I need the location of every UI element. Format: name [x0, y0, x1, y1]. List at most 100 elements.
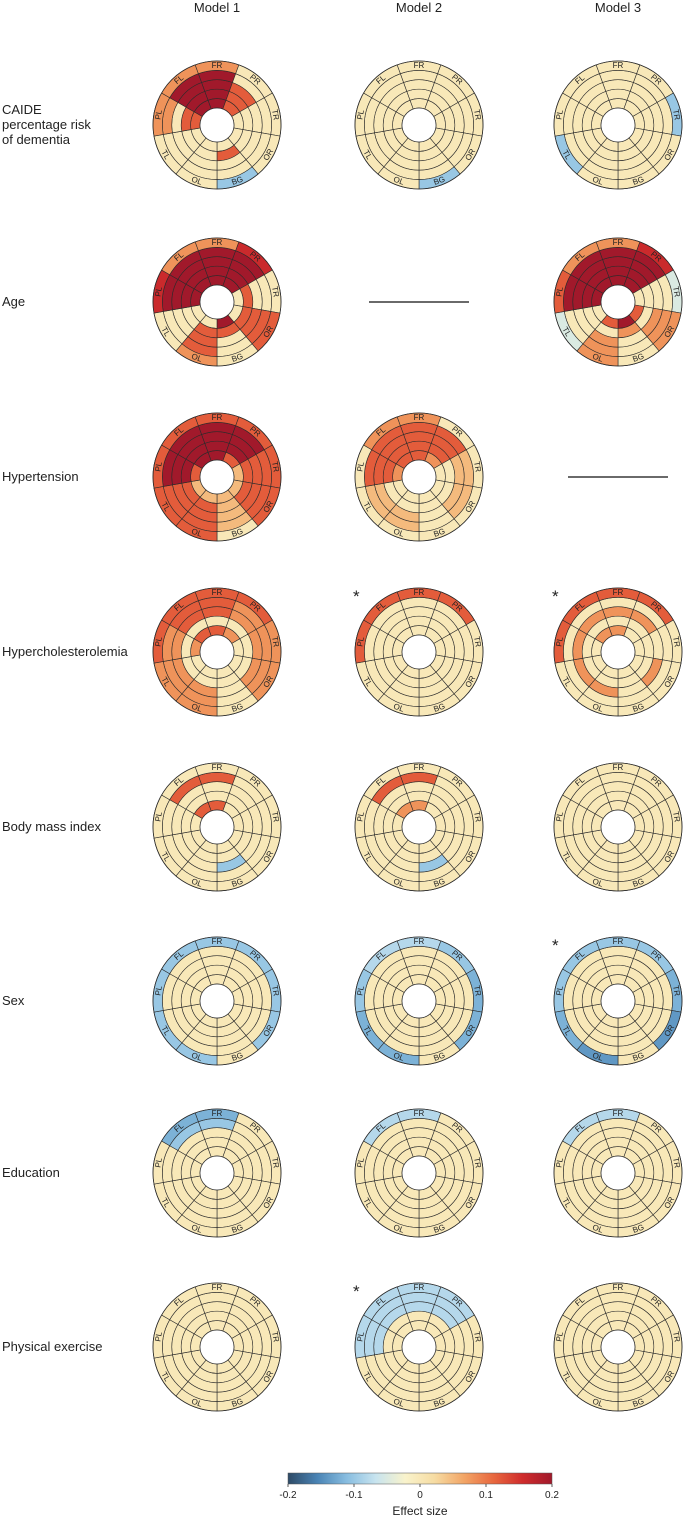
lobe-label-ol: OL [190, 877, 204, 889]
lobe-label-tr: TR [270, 1331, 281, 1343]
center-hole [600, 1155, 636, 1191]
segment-fr-layer-2 [605, 1310, 631, 1323]
segment-fr-layer-2 [406, 790, 432, 803]
lobe-label-tr: TR [671, 636, 682, 648]
outer-ring [553, 237, 683, 367]
center-hole [199, 1155, 235, 1191]
outer-ring [553, 60, 683, 190]
lobe-label-fr: FR [212, 413, 223, 422]
colorbar-tick-label: -0.2 [279, 1490, 297, 1501]
lobe-label-bg: BG [631, 352, 645, 364]
lobe-label-tr: TR [671, 1331, 682, 1343]
lobe-label-pl: PL [554, 1157, 565, 1169]
lobe-label-bg: BG [230, 527, 244, 539]
lobe-label-tr: TR [472, 1331, 483, 1343]
row-label-5-line-0: Sex [2, 993, 25, 1008]
lobe-label-bg: BG [631, 1397, 645, 1409]
lobe-label-ol: OL [392, 877, 406, 889]
lobe-label-ol: OL [392, 1051, 406, 1063]
lobe-label-tr: TR [270, 1157, 281, 1169]
lobe-label-bg: BG [432, 1223, 446, 1235]
segment-fr-layer-2 [605, 790, 631, 803]
segment-fr-layer-2 [406, 615, 432, 628]
lobe-label-bg: BG [230, 1397, 244, 1409]
lobe-label-ol: OL [190, 1397, 204, 1409]
lobe-label-pl: PL [355, 985, 366, 997]
lobe-label-pl: PL [355, 109, 366, 121]
row-label-0-line-2: of dementia [2, 132, 71, 147]
lobe-label-pl: PL [554, 109, 565, 121]
lobe-label-pl: PL [355, 1331, 366, 1343]
lobe-label-tr: TR [671, 1157, 682, 1169]
lobe-label-pl: PL [355, 636, 366, 648]
segment-fr-layer-2 [605, 615, 631, 628]
outer-ring [354, 60, 484, 190]
lobe-label-ol: OL [591, 175, 605, 187]
column-title-model-3: Model 3 [595, 0, 641, 15]
segment-fr-layer-2 [406, 964, 432, 977]
lobe-label-ol: OL [392, 527, 406, 539]
lobe-label-tr: TR [671, 811, 682, 823]
lobe-label-ol: OL [392, 1223, 406, 1235]
lobe-label-bg: BG [631, 1223, 645, 1235]
lobe-label-fr: FR [212, 238, 223, 247]
lobe-label-ol: OL [190, 702, 204, 714]
lobe-label-tr: TR [671, 985, 682, 997]
segment-fr-layer-2 [204, 265, 230, 278]
lobe-label-ol: OL [190, 352, 204, 364]
segment-fr-layer-2 [605, 265, 631, 278]
segment-fr-layer-2 [204, 790, 230, 803]
lobe-label-fr: FR [212, 937, 223, 946]
lobe-label-bg: BG [230, 702, 244, 714]
lobe-label-pl: PL [153, 1331, 164, 1343]
lobe-label-pl: PL [153, 811, 164, 823]
outer-ring [152, 412, 282, 542]
row-label-3-line-0: Hypercholesterolemia [2, 644, 128, 659]
segment-fr-layer-2 [204, 1310, 230, 1323]
lobe-label-fr: FR [613, 763, 624, 772]
lobe-label-pl: PL [153, 985, 164, 997]
outer-ring [354, 412, 484, 542]
lobe-label-tr: TR [472, 109, 483, 121]
lobe-label-ol: OL [392, 702, 406, 714]
lobe-label-fr: FR [212, 1109, 223, 1118]
lobe-label-bg: BG [432, 877, 446, 889]
lobe-label-tr: TR [671, 286, 682, 298]
outer-ring [152, 1108, 282, 1238]
row-label-0-line-0: CAIDE [2, 102, 42, 117]
lobe-label-ol: OL [591, 1397, 605, 1409]
outer-ring [553, 762, 683, 892]
row-label-2-line-0: Hypertension [2, 469, 79, 484]
lobe-label-tr: TR [472, 461, 483, 473]
segment-fr-layer-2 [204, 964, 230, 977]
segment-fr-layer-2 [204, 88, 230, 101]
lobe-label-tr: TR [270, 636, 281, 648]
lobe-label-fr: FR [212, 763, 223, 772]
lobe-label-tr: TR [472, 636, 483, 648]
lobe-label-tr: TR [270, 109, 281, 121]
lobe-label-bg: BG [230, 1051, 244, 1063]
row-label-4-line-0: Body mass index [2, 819, 101, 834]
colorbar-tick-label: 0.2 [545, 1490, 559, 1501]
lobe-label-pl: PL [355, 811, 366, 823]
center-hole [401, 634, 437, 670]
lobe-label-pl: PL [153, 109, 164, 121]
outer-ring [354, 1282, 484, 1412]
outer-ring [152, 762, 282, 892]
lobe-label-bg: BG [432, 1397, 446, 1409]
lobe-label-pl: PL [153, 636, 164, 648]
lobe-label-fr: FR [212, 1283, 223, 1292]
lobe-label-ol: OL [591, 1223, 605, 1235]
